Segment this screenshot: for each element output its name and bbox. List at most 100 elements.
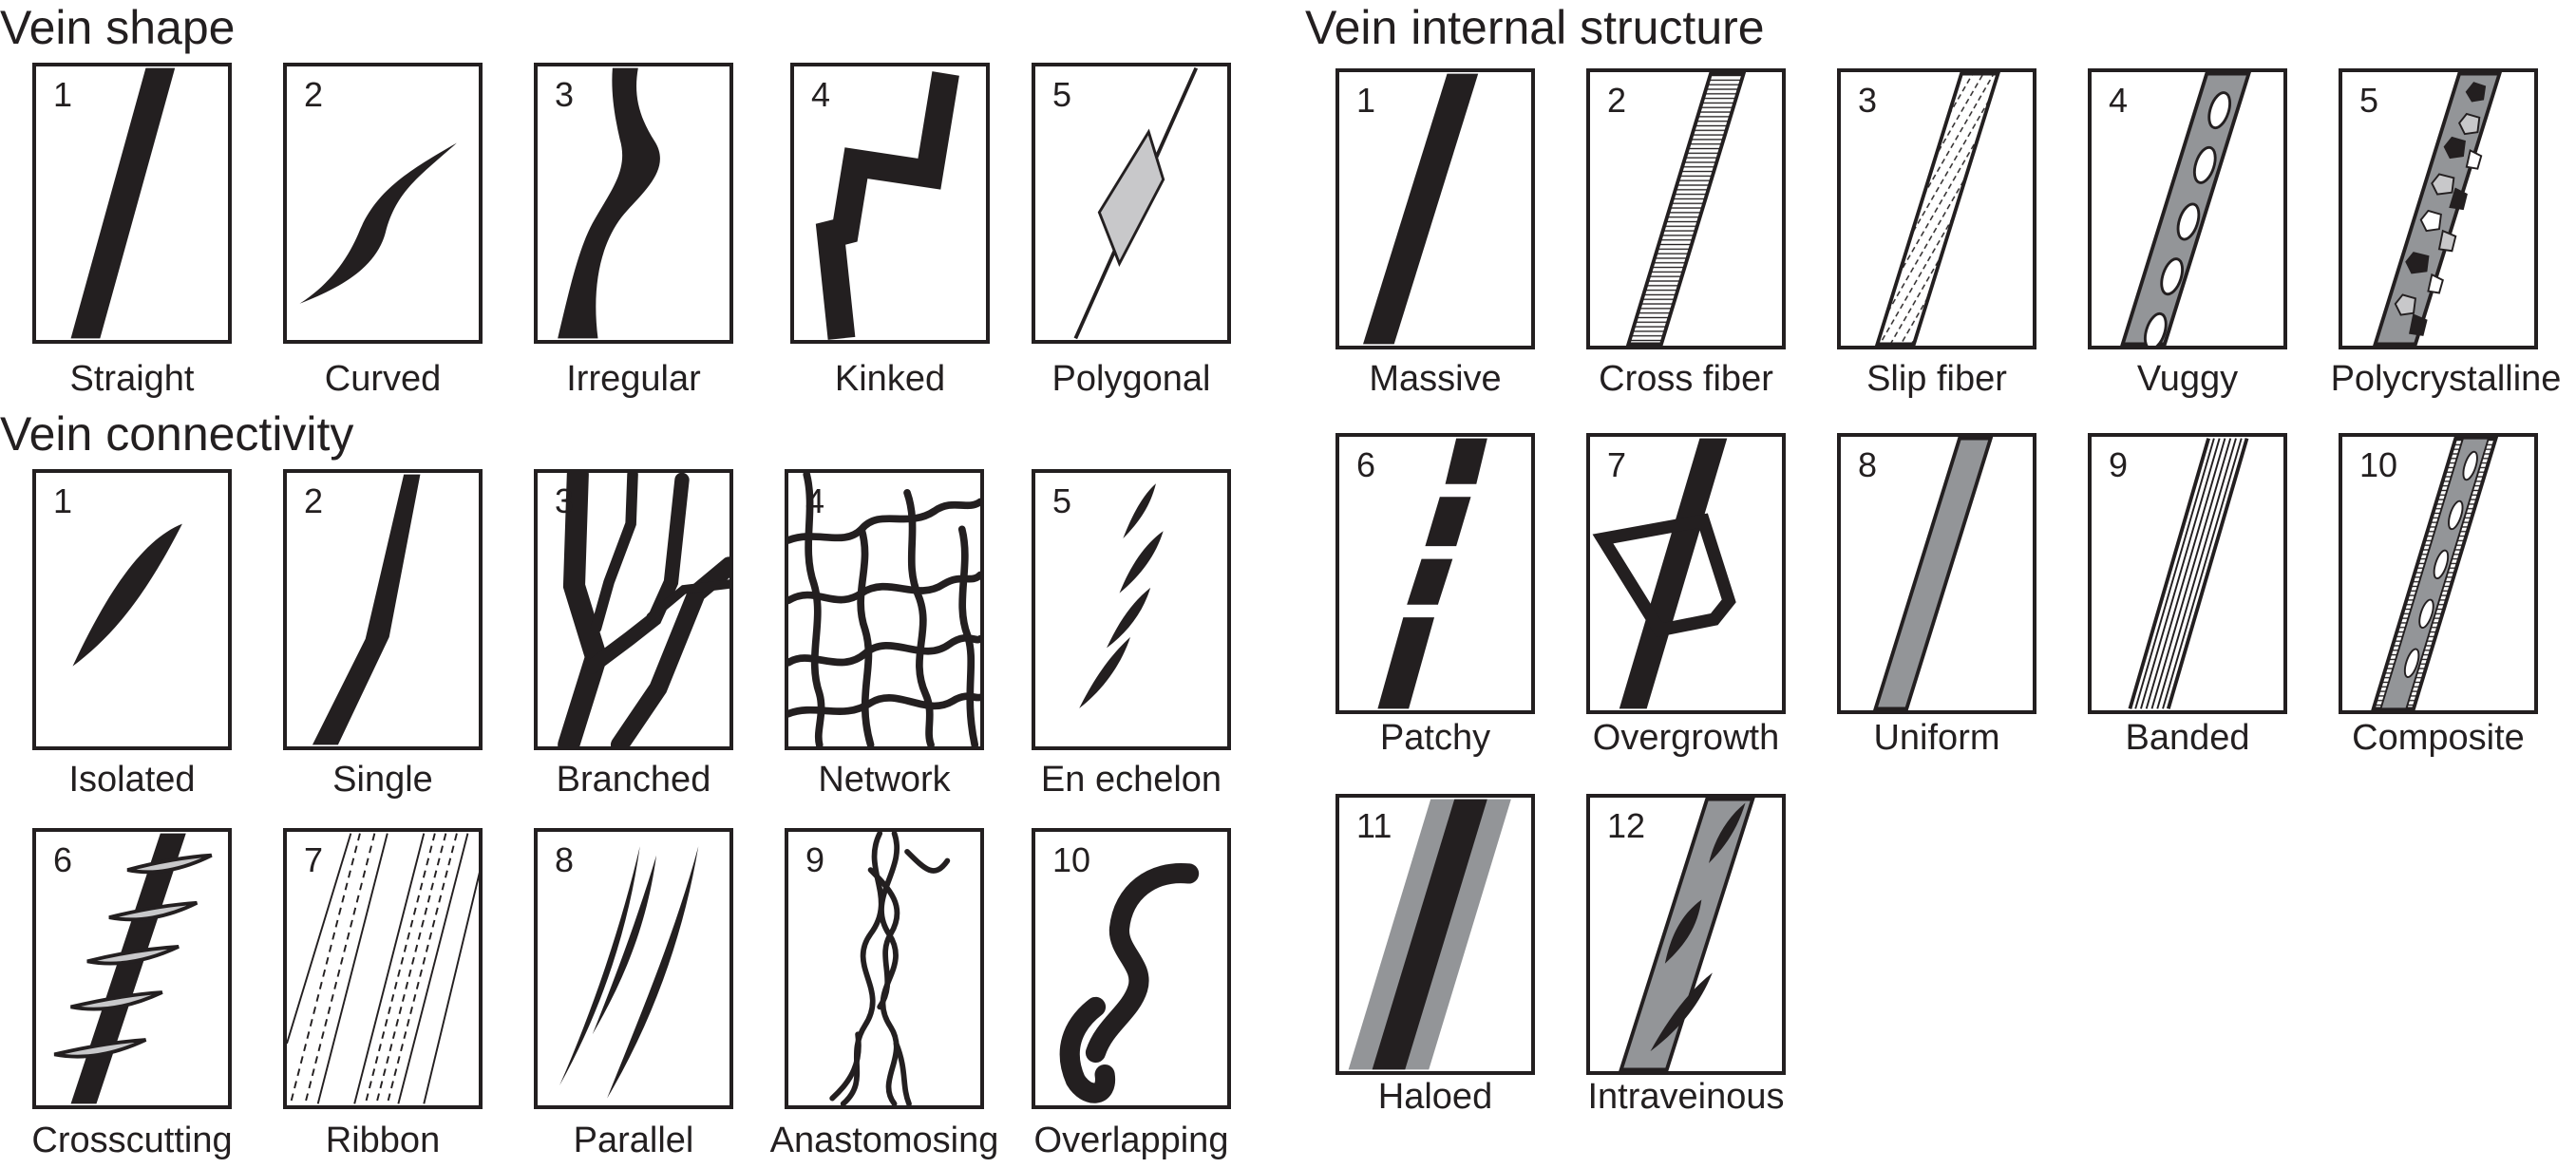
patch bbox=[1377, 617, 1435, 709]
vein-body bbox=[815, 71, 959, 340]
en-echelon-vein-diagram bbox=[1079, 483, 1164, 708]
internal-panel-polycrystalline: 5 bbox=[2339, 68, 2538, 349]
panel-number: 2 bbox=[1607, 81, 1627, 120]
shape-panel-polygonal: 5 bbox=[1032, 63, 1231, 344]
vein-body bbox=[70, 67, 176, 339]
anastomosing-vein-diagram bbox=[829, 832, 951, 1105]
connectivity-caption-branched: Branched bbox=[556, 760, 711, 800]
vug bbox=[2448, 499, 2464, 531]
single-vein-diagram bbox=[312, 474, 421, 745]
crystal bbox=[2431, 173, 2455, 196]
internal-caption-composite: Composite bbox=[2352, 718, 2525, 758]
internal-panel-composite: 10 bbox=[2339, 433, 2538, 714]
anastomosing-strand bbox=[829, 1031, 862, 1102]
panel-number: 3 bbox=[555, 75, 575, 114]
vug bbox=[2143, 311, 2168, 346]
polygonal-vein-diagram bbox=[1073, 66, 1199, 340]
patchy-vein-diagram bbox=[1377, 438, 1487, 709]
internal-caption-overgrowth: Overgrowth bbox=[1592, 718, 1780, 758]
crystal bbox=[2465, 82, 2487, 103]
connectivity-caption-single: Single bbox=[332, 760, 433, 800]
shape-panel-kinked: 4 bbox=[790, 63, 990, 344]
internal-caption-slip-fiber: Slip fiber bbox=[1866, 359, 2007, 399]
panel-number: 1 bbox=[53, 481, 73, 520]
anastomosing-strand bbox=[904, 848, 951, 874]
shape-panel-irregular: 3 bbox=[534, 63, 733, 344]
branch bbox=[646, 579, 729, 622]
crystal bbox=[2457, 112, 2481, 136]
vein-connectivity-title: Vein connectivity bbox=[0, 407, 354, 461]
network-vein bbox=[803, 473, 825, 746]
vug bbox=[2192, 145, 2217, 184]
panel-number: 12 bbox=[1607, 806, 1646, 845]
en-echelon-lens bbox=[1119, 531, 1164, 593]
patch bbox=[1445, 438, 1487, 484]
panel-number: 6 bbox=[53, 840, 73, 879]
panel-number: 6 bbox=[1356, 445, 1376, 484]
connectivity-panel-en-echelon: 5 bbox=[1032, 469, 1231, 750]
panel-number: 5 bbox=[1052, 75, 1072, 114]
shape-caption-straight: Straight bbox=[69, 359, 195, 399]
internal-caption-cross-fiber: Cross fiber bbox=[1599, 359, 1773, 399]
vug bbox=[2403, 648, 2420, 678]
panel-number: 10 bbox=[1052, 840, 1091, 879]
network-vein bbox=[957, 525, 979, 746]
vein-body bbox=[72, 523, 182, 667]
intraveinous-vein-diagram bbox=[1619, 798, 1755, 1071]
network-vein-diagram bbox=[788, 473, 980, 746]
vug bbox=[2462, 450, 2478, 481]
crystal bbox=[2419, 209, 2442, 233]
vuggy-vein-diagram bbox=[2120, 72, 2251, 346]
panel-number: 1 bbox=[53, 75, 73, 114]
crystal bbox=[2437, 229, 2457, 253]
connectivity-panel-crosscutting: 6 bbox=[32, 828, 232, 1109]
overlapping-vein bbox=[1085, 862, 1200, 1064]
connectivity-panel-parallel: 8 bbox=[534, 828, 733, 1109]
trunk bbox=[558, 473, 608, 746]
vein-body bbox=[558, 67, 660, 339]
vug bbox=[2207, 91, 2232, 130]
panel-number: 1 bbox=[1356, 81, 1376, 120]
internal-panel-slip-fiber: 3 bbox=[1837, 68, 2036, 349]
panel-number: 7 bbox=[1607, 445, 1627, 484]
vug bbox=[2160, 257, 2185, 296]
network-vein bbox=[857, 525, 875, 746]
internal-caption-polycrystalline: Polycrystalline bbox=[2330, 359, 2562, 399]
internal-panel-cross-fiber: 2 bbox=[1586, 68, 1786, 349]
shape-panel-curved: 2 bbox=[283, 63, 483, 344]
patch bbox=[1407, 558, 1453, 605]
overgrowth-vein-diagram bbox=[1592, 438, 1736, 709]
internal-panel-banded: 9 bbox=[2088, 433, 2287, 714]
overgrowth-clast bbox=[1592, 513, 1736, 638]
vein-body bbox=[1873, 437, 1994, 710]
internal-caption-uniform: Uniform bbox=[1873, 718, 2000, 758]
crosscutting-vein-diagram bbox=[53, 833, 213, 1104]
internal-panel-overgrowth: 7 bbox=[1586, 433, 1786, 714]
branch bbox=[610, 556, 729, 746]
network-vein bbox=[903, 489, 935, 746]
panel-number: 8 bbox=[1858, 445, 1878, 484]
anastomosing-strand bbox=[867, 867, 900, 1010]
vug bbox=[2176, 202, 2201, 241]
panel-number: 9 bbox=[2109, 445, 2129, 484]
panel-number: 5 bbox=[2359, 81, 2379, 120]
haloed-vein-diagram bbox=[1348, 799, 1511, 1070]
panel-number: 7 bbox=[304, 840, 324, 879]
cross-fiber-vein-diagram bbox=[1625, 72, 1747, 346]
connectivity-caption-ribbon: Ribbon bbox=[325, 1121, 441, 1160]
massive-vein-diagram bbox=[1363, 73, 1479, 345]
panel-number: 3 bbox=[1858, 81, 1878, 120]
crystal bbox=[2449, 187, 2468, 211]
branched-vein-diagram bbox=[558, 473, 729, 746]
panel-number: 4 bbox=[811, 75, 831, 114]
connectivity-panel-single: 2 bbox=[283, 469, 483, 750]
panel-number: 8 bbox=[555, 840, 575, 879]
crystal bbox=[2409, 313, 2428, 336]
panel-number: 4 bbox=[805, 481, 825, 520]
vein-shape-title: Vein shape bbox=[0, 1, 236, 54]
panel-number: 2 bbox=[304, 75, 324, 114]
intraveinous-lens bbox=[1709, 802, 1746, 863]
en-echelon-lens bbox=[1123, 483, 1156, 538]
vein-body bbox=[70, 833, 186, 1104]
crystal bbox=[2443, 136, 2466, 160]
